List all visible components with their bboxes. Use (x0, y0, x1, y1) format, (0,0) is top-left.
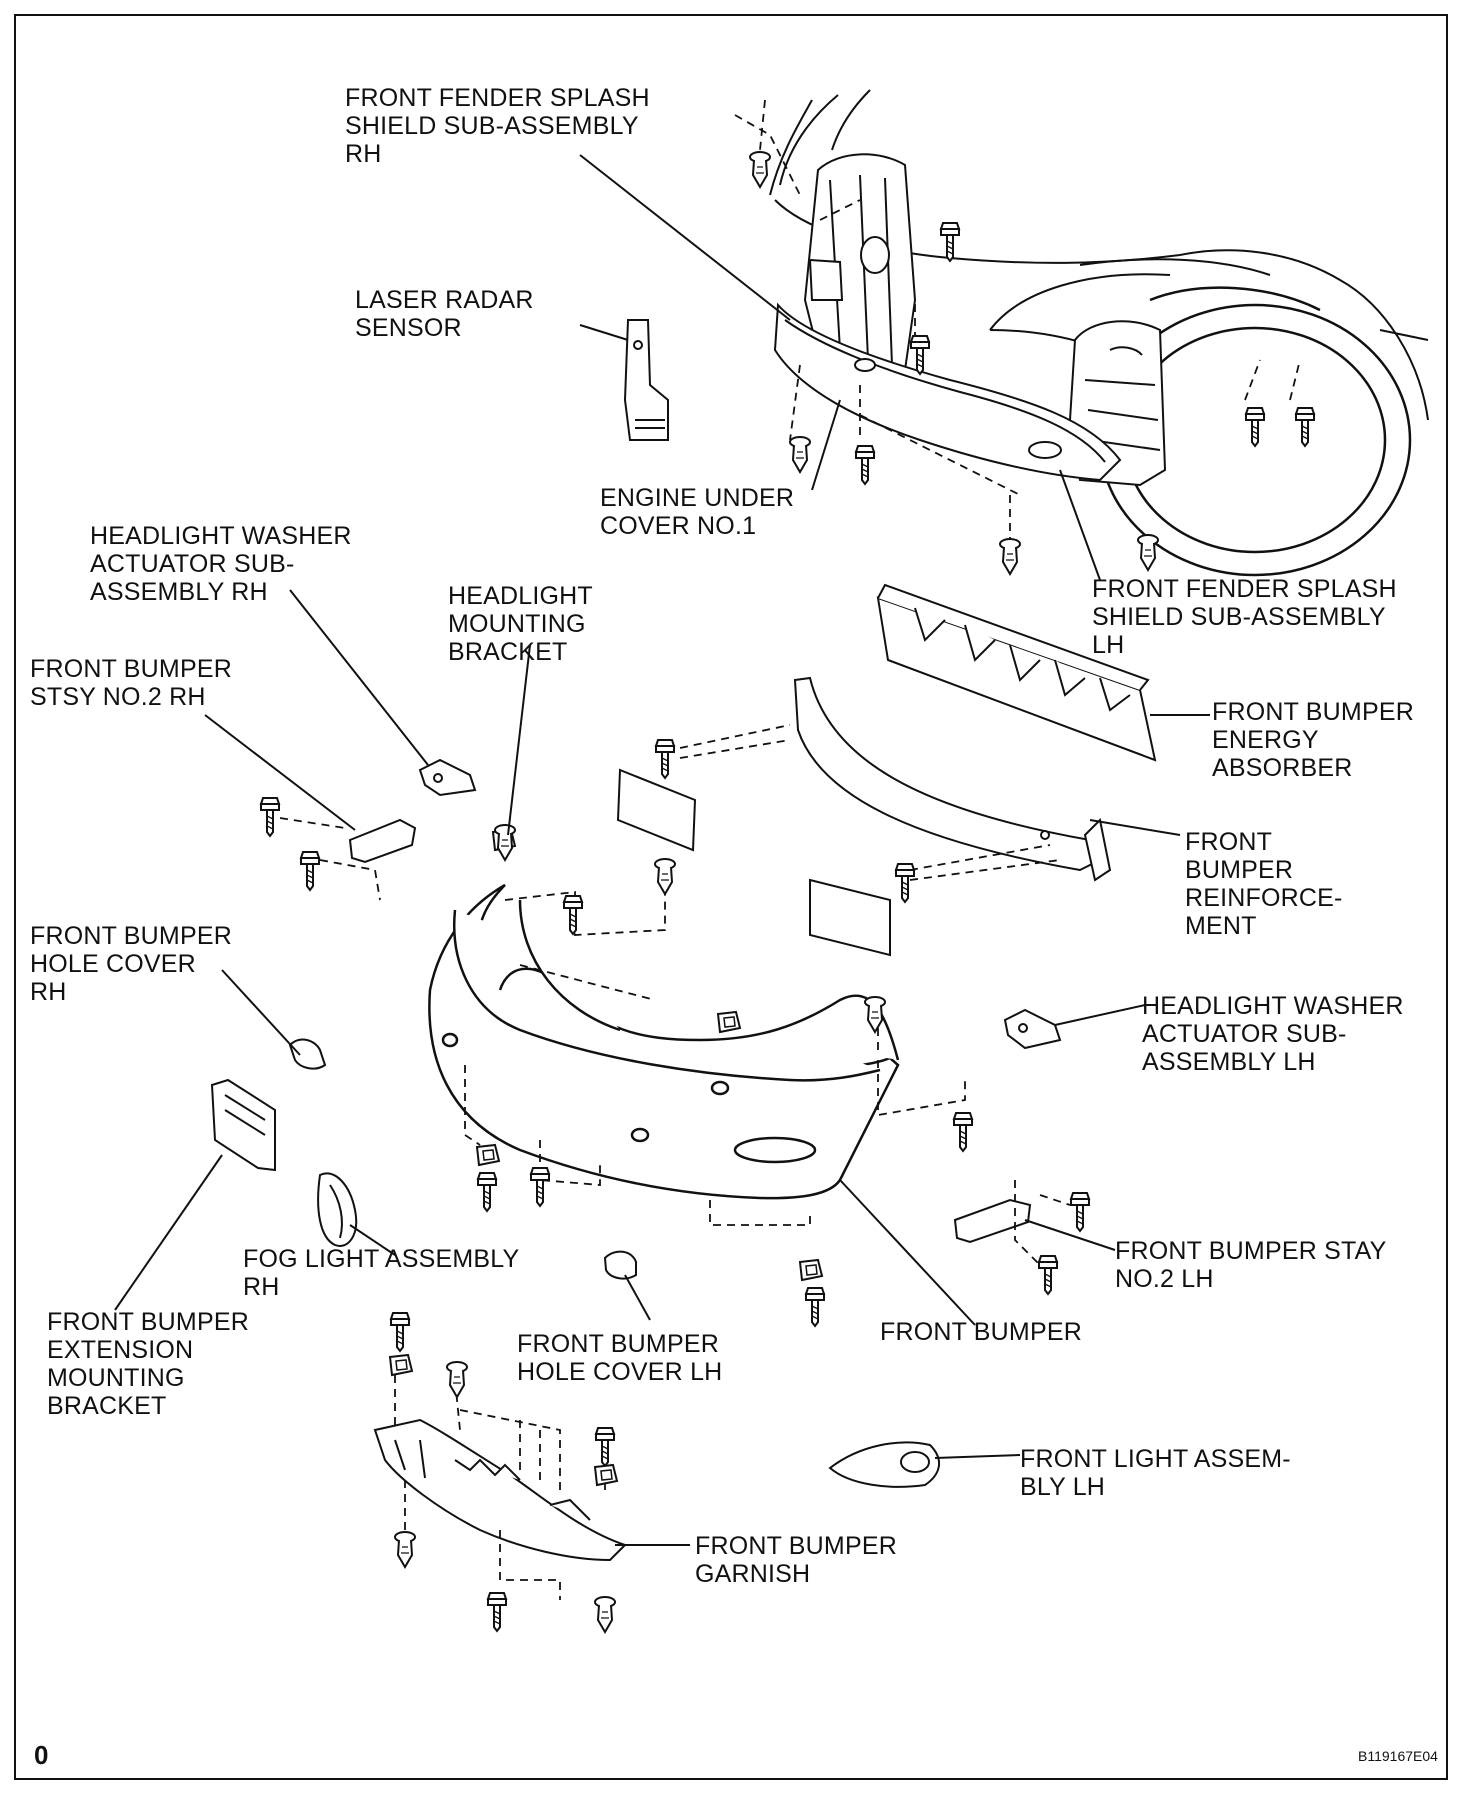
headlight-washer-lh-part (1003, 1008, 1062, 1050)
leader-lines (114, 154, 1210, 1546)
hole-cover-rh-part (288, 1038, 327, 1070)
fog-light-rh-part (317, 1172, 358, 1247)
label-front-bumper: FRONT BUMPER (880, 1318, 1082, 1346)
headlight-mounting-plates (616, 768, 891, 957)
stay-lh-lines (1014, 1180, 1071, 1266)
label-engine-under-cover: ENGINE UNDER COVER NO.1 (600, 484, 795, 540)
label-laser-radar-sensor: LASER RADAR SENSOR (355, 286, 534, 342)
bumper-stay-rh-part (348, 818, 417, 864)
front-light-lh-part (828, 1441, 940, 1488)
upper-attach-lines (734, 99, 1301, 540)
label-hole-cover-rh: FRONT BUMPER HOLE COVER RH (30, 922, 232, 1006)
corner-mark: 0 (34, 1740, 49, 1770)
bumper-garnish-part (373, 1418, 627, 1562)
extension-mounting-bracket-part (210, 1078, 276, 1172)
stay-rh-lines (279, 817, 381, 901)
laser-radar-sensor (623, 319, 669, 441)
fender-splash-shield-rh (803, 153, 917, 382)
bumper-reinforcement (793, 676, 1112, 882)
reinforcement-attach-lines (679, 724, 1061, 881)
energy-absorber (876, 583, 1157, 762)
engine-under-cover (773, 302, 1122, 482)
figure-id: B119167E04 (1358, 1748, 1438, 1764)
label-bumper-stay-no2-lh: FRONT BUMPER STAY NO.2 LH (1115, 1237, 1387, 1293)
label-fender-shield-rh: FRONT FENDER SPLASH SHIELD SUB-ASSEMBLY … (345, 84, 650, 168)
label-fog-light-rh: FOG LIGHT ASSEMBLY RH (243, 1245, 520, 1301)
bumper-stay-lh-part (953, 1198, 1032, 1244)
label-front-light-lh: FRONT LIGHT ASSEM- BLY LH (1020, 1445, 1291, 1501)
front-bumper-cover (428, 883, 900, 1200)
label-headlight-mounting-bracket: HEADLIGHT MOUNTING BRACKET (448, 582, 593, 666)
bumper-attach-lines (464, 885, 966, 1226)
diagram-frame (14, 14, 1448, 1780)
label-headlight-washer-rh: HEADLIGHT WASHER ACTUATOR SUB- ASSEMBLY … (90, 522, 352, 606)
label-bumper-stay-no2-rh: FRONT BUMPER STSY NO.2 RH (30, 655, 232, 711)
hole-cover-lh-part (603, 1250, 637, 1280)
label-extension-mounting-bracket: FRONT BUMPER EXTENSION MOUNTING BRACKET (47, 1308, 249, 1420)
label-headlight-washer-lh: HEADLIGHT WASHER ACTUATOR SUB- ASSEMBLY … (1142, 992, 1404, 1076)
label-fender-shield-lh: FRONT FENDER SPLASH SHIELD SUB-ASSEMBLY … (1092, 575, 1397, 659)
label-bumper-reinforcement: FRONT BUMPER REINFORCE- MENT (1185, 828, 1343, 940)
label-energy-absorber: FRONT BUMPER ENERGY ABSORBER (1212, 698, 1414, 782)
label-hole-cover-lh: FRONT BUMPER HOLE COVER LH (517, 1330, 723, 1386)
headlight-washer-rh-part (418, 758, 477, 797)
label-bumper-garnish: FRONT BUMPER GARNISH (695, 1532, 897, 1588)
